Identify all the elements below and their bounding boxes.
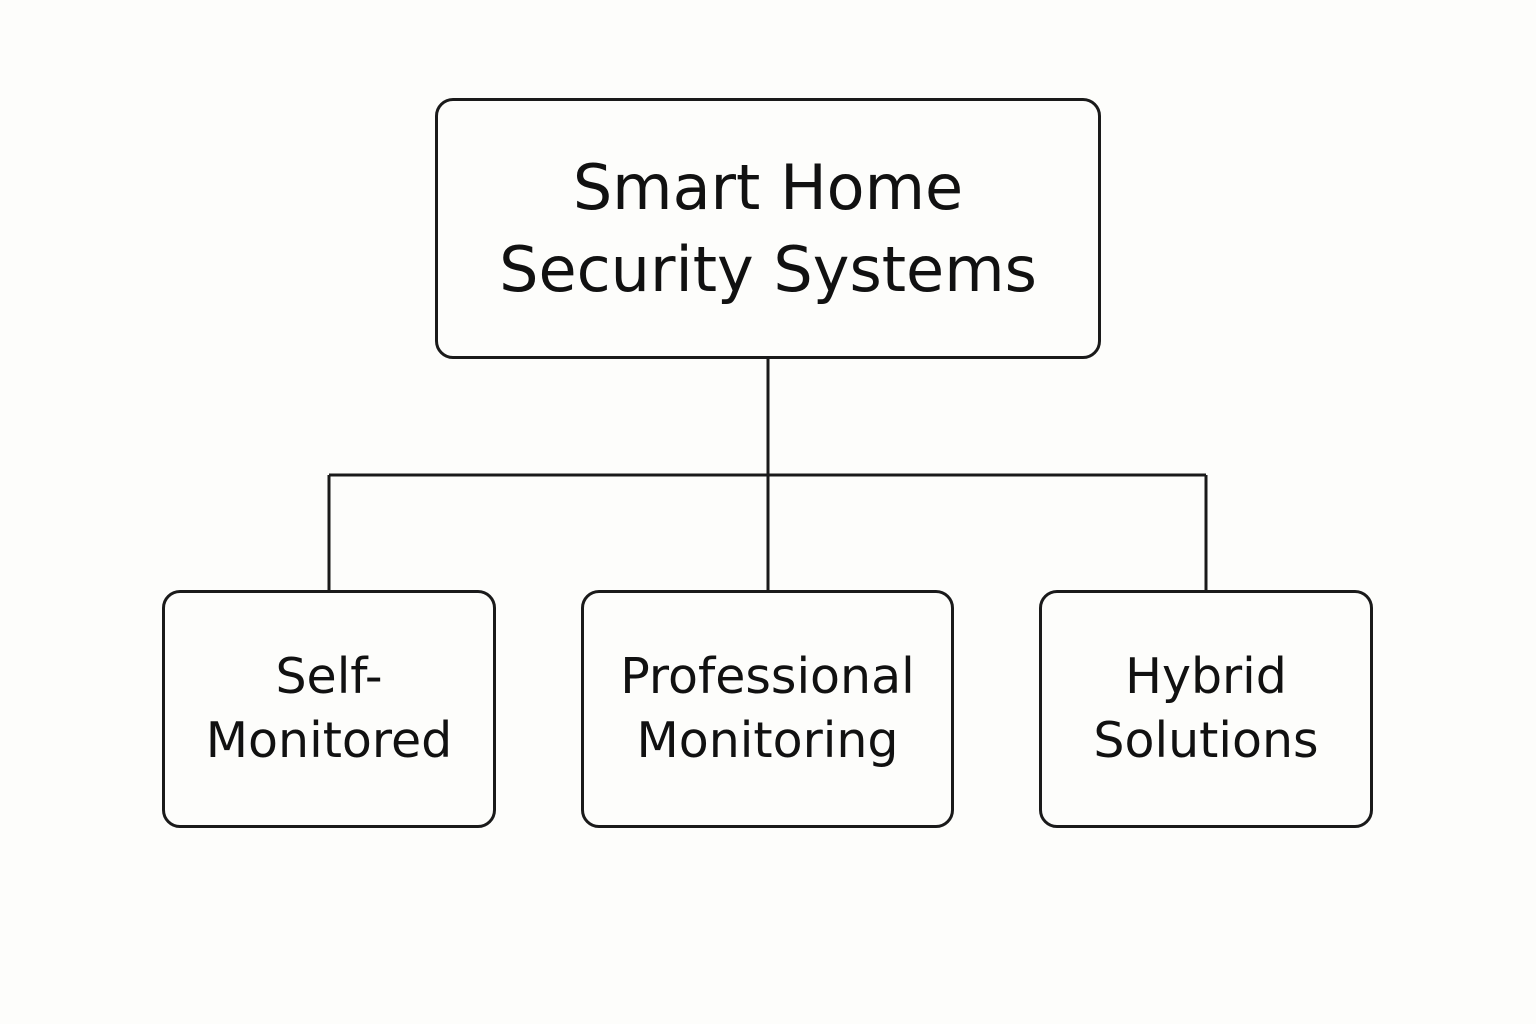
root-node-smart-home-security-systems: Smart Home Security Systems xyxy=(435,98,1101,359)
hybrid-solutions-label-line-1: Hybrid xyxy=(1125,648,1287,705)
child-node-label: Self- Monitored xyxy=(206,645,452,773)
child-node-self-monitored: Self- Monitored xyxy=(162,590,496,828)
child-node-hybrid-solutions: Hybrid Solutions xyxy=(1039,590,1373,828)
child-node-label: Professional Monitoring xyxy=(620,645,914,773)
child-node-label: Hybrid Solutions xyxy=(1093,645,1318,773)
root-label-line-2: Security Systems xyxy=(499,232,1037,306)
root-node-label: Smart Home Security Systems xyxy=(499,147,1037,311)
root-label-line-1: Smart Home xyxy=(572,150,964,224)
professional-monitoring-label-line-1: Professional xyxy=(620,648,915,705)
professional-monitoring-label-line-2: Monitoring xyxy=(636,712,899,769)
self-monitored-label-line-1: Self- xyxy=(275,648,383,705)
hybrid-solutions-label-line-2: Solutions xyxy=(1093,712,1319,769)
child-node-professional-monitoring: Professional Monitoring xyxy=(581,590,954,828)
self-monitored-label-line-2: Monitored xyxy=(205,712,453,769)
